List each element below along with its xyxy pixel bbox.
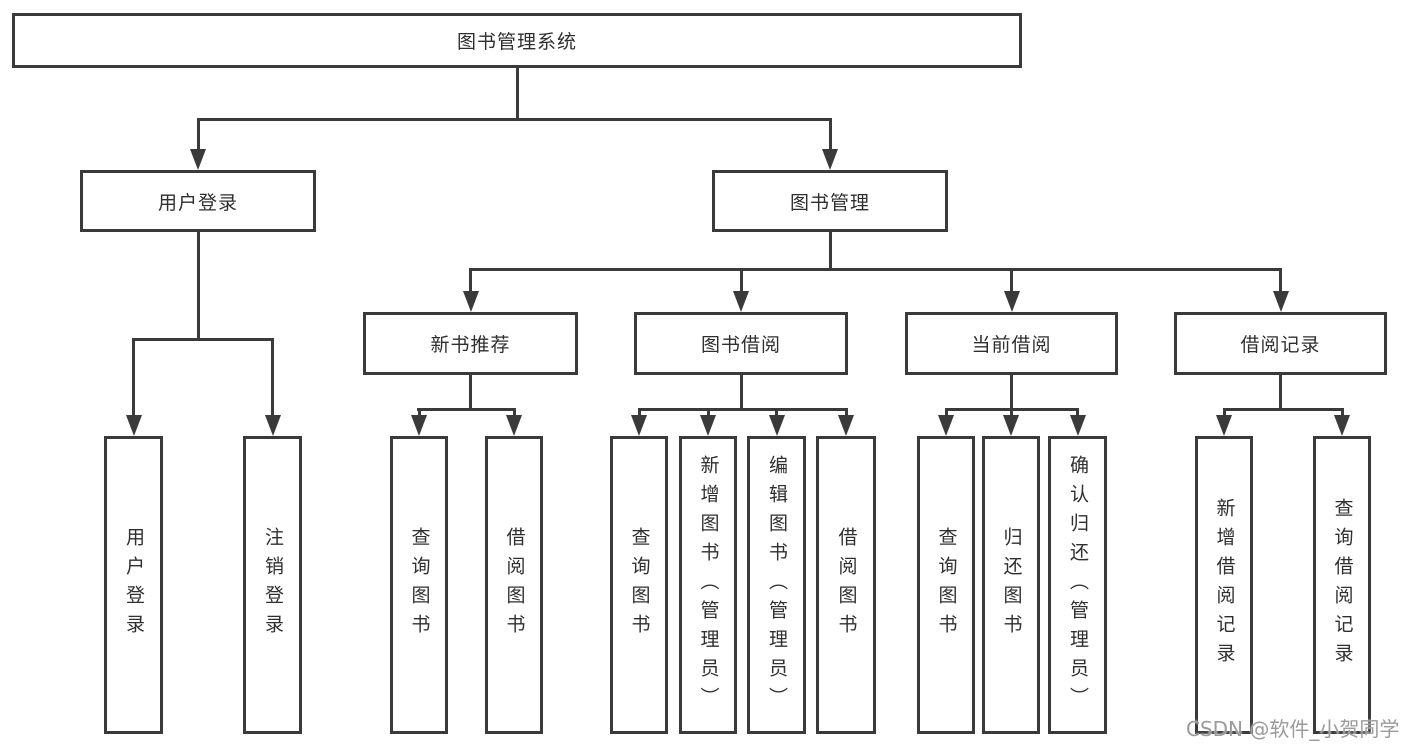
node-label: 编辑图书（管理员） [766,454,788,716]
connector-line [271,338,274,416]
node-label: 用户登录 [157,191,238,214]
arrow-down-icon [190,149,206,170]
node-query-borrow-record: 查询借阅记录 [1313,436,1371,734]
connector-line [707,408,710,416]
connector-line [945,408,948,416]
node-book-borrowing: 图书借阅 [634,312,848,375]
arrow-down-icon [126,415,142,436]
arrow-down-icon [700,415,716,436]
connector-line [197,118,200,150]
node-borrow-books-action: 借阅图书 [816,436,876,734]
arrow-down-icon [1334,415,1350,436]
node-label: 借阅图书 [835,527,858,643]
arrow-down-icon [838,415,854,436]
node-label: 查询图书 [408,527,431,643]
connector-line [1223,408,1342,411]
node-logout-action: 注销登录 [243,436,302,734]
connector-line [1341,408,1344,416]
node-label: 借阅图书 [503,527,526,643]
node-add-borrow-record: 新增借阅记录 [1195,436,1253,734]
node-label: 新增借阅记录 [1213,498,1236,672]
connector-line [775,408,778,416]
arrow-down-icon [506,415,522,436]
node-label: 用户登录 [123,527,145,643]
node-label: 图书管理 [789,191,870,214]
arrow-down-icon [769,415,785,436]
node-label: 查询借阅记录 [1331,498,1354,672]
connector-line [829,118,832,150]
connector-line [1076,408,1079,416]
connector-line [516,68,519,118]
connector-line [132,338,135,416]
arrow-down-icon [1004,291,1020,312]
node-return-books: 归还图书 [982,436,1040,734]
arrow-down-icon [1216,415,1232,436]
connector-line [418,408,421,416]
node-current-borrowing: 当前借阅 [905,312,1118,375]
connector-line [132,338,274,341]
arrow-down-icon [822,149,838,170]
connector-line [469,375,472,408]
arrow-down-icon [733,291,749,312]
connector-line [469,268,1282,271]
connector-line [740,268,743,292]
connector-line [1010,268,1013,292]
connector-line [513,408,516,416]
connector-line [1010,375,1013,408]
connector-line [740,375,743,408]
node-user-login-action: 用户登录 [104,436,163,734]
connector-line [197,232,200,338]
node-label: 归还图书 [1000,527,1023,643]
connector-line [469,268,472,292]
node-label: 借阅记录 [1240,334,1321,356]
node-add-books-admin: 新增图书（管理员） [679,436,737,734]
arrow-down-icon [1070,415,1086,436]
connector-line [638,408,641,416]
node-label: 新书推荐 [430,334,511,356]
csdn-watermark: CSDN @软件_小贺同学 [1186,717,1400,741]
connector-line [417,408,515,411]
connector-line [1279,268,1282,292]
arrow-down-icon [411,415,427,436]
connector-line [1010,408,1013,416]
node-label: 查询图书 [628,527,651,643]
node-label: 确认归还（管理员） [1067,454,1089,716]
node-confirm-return-admin: 确认归还（管理员） [1048,436,1107,734]
node-label: 查询图书 [935,527,958,643]
node-label: 注销登录 [262,527,284,643]
node-label: 当前借阅 [971,334,1052,356]
arrow-down-icon [1003,415,1019,436]
arrow-down-icon [938,415,954,436]
connector-line [1279,375,1282,408]
node-user-login: 用户登录 [80,170,316,232]
connector-line [845,408,848,416]
node-book-management: 图书管理 [712,170,948,232]
connector-line [638,408,847,411]
arrow-down-icon [1273,291,1289,312]
node-label: 图书管理系统 [456,31,577,53]
connector-line [1223,408,1226,416]
node-new-book-recommend: 新书推荐 [363,312,578,375]
arrow-down-icon [265,415,281,436]
node-borrow-books-recommend: 借阅图书 [485,436,543,734]
arrow-down-icon [631,415,647,436]
node-edit-books-admin: 编辑图书（管理员） [747,436,806,734]
connector-line [829,232,832,268]
node-label: 图书借阅 [700,334,781,356]
node-label: 新增图书（管理员） [697,454,720,716]
arrow-down-icon [463,291,479,312]
node-query-books-borrowing: 查询图书 [610,436,668,734]
node-query-books-current: 查询图书 [917,436,975,734]
node-borrowing-records: 借阅记录 [1174,312,1387,375]
node-query-books-recommend: 查询图书 [390,436,448,734]
node-library-management-system: 图书管理系统 [12,13,1022,68]
connector-line [197,118,831,121]
